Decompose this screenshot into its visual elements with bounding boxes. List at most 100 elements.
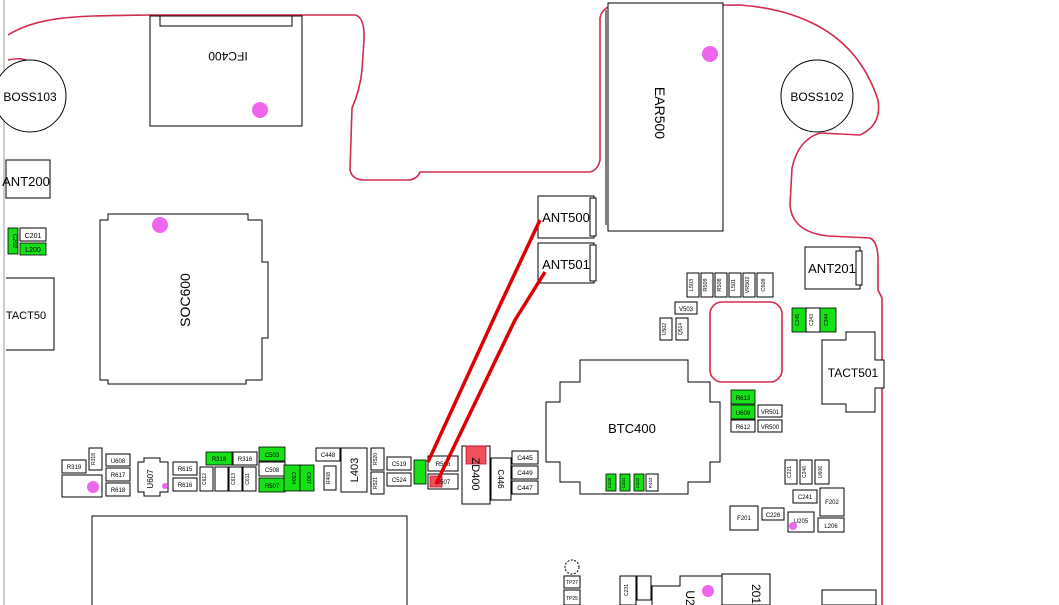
r615-body xyxy=(172,461,198,476)
r408-label: R408 xyxy=(326,472,332,484)
c607-body xyxy=(299,464,315,492)
r319-body xyxy=(61,459,87,474)
c226-body xyxy=(761,507,785,521)
c246-label: C246 xyxy=(802,466,808,478)
c202-body xyxy=(7,227,19,255)
r316-body xyxy=(232,451,258,466)
ant201-contact xyxy=(855,250,863,286)
r408-body xyxy=(323,465,337,491)
vr502-label: VR502 xyxy=(745,277,751,294)
c612-label: C612 xyxy=(202,473,208,485)
r612-label: R612 xyxy=(736,425,751,431)
f201-label: F201 xyxy=(737,516,751,522)
v503-body xyxy=(674,301,698,315)
u205-label: U205 xyxy=(794,519,809,525)
l501-label: L501 xyxy=(731,279,737,291)
r507-label: R507 xyxy=(436,480,451,486)
r521-label: R521 xyxy=(373,477,379,489)
c244-label: C244 xyxy=(824,314,830,326)
u606-body xyxy=(814,459,830,485)
c504-label: C504 xyxy=(290,472,296,484)
zd400-highlight xyxy=(465,445,487,465)
c611-label: C611 xyxy=(245,473,251,485)
ear500-label: EAR500 xyxy=(652,87,668,139)
c445-label: C445 xyxy=(517,455,533,462)
l403-label: L403 xyxy=(349,458,361,482)
bottom-right-part xyxy=(821,589,877,605)
u502-body xyxy=(659,317,673,341)
tp27-body xyxy=(563,575,581,589)
ant200-label: ANT200 xyxy=(2,174,50,189)
u502-label: U502 xyxy=(662,323,668,335)
q514-label: Q514 xyxy=(678,323,684,335)
r613-body xyxy=(730,389,756,405)
c245-label: C245 xyxy=(795,314,801,326)
c441-body xyxy=(619,473,631,492)
u607-label: U607 xyxy=(146,469,155,489)
c609-label: C609 xyxy=(761,278,767,291)
u608-body xyxy=(105,453,131,467)
c221-label: C221 xyxy=(787,466,793,478)
c447-label: C447 xyxy=(517,485,533,492)
c449-body xyxy=(511,465,539,480)
r520-label: R520 xyxy=(373,453,379,465)
ant500-contact xyxy=(589,197,597,237)
highlighted-trace-pair xyxy=(426,219,547,485)
f201-body xyxy=(729,505,759,531)
r443-body xyxy=(645,473,659,492)
r618-body xyxy=(105,482,131,497)
r507b-label: R507 xyxy=(265,484,280,490)
c524-label: C524 xyxy=(392,478,407,484)
ear500-pin1-marker xyxy=(702,46,718,62)
c448-label: C448 xyxy=(321,453,336,459)
r319-label: R319 xyxy=(67,465,82,471)
c442-label: C442 xyxy=(635,477,640,488)
l200-label: L200 xyxy=(25,247,41,254)
btc400-label: BTC400 xyxy=(608,421,656,436)
c503-body xyxy=(258,446,286,462)
c440-body xyxy=(605,473,617,492)
c246-body xyxy=(799,459,813,485)
c607-label: C607 xyxy=(305,472,311,484)
l403-body xyxy=(340,447,368,493)
ant500-label: ANT500 xyxy=(542,210,590,225)
ant501-body xyxy=(537,242,595,284)
c613-body xyxy=(228,466,243,492)
c241-label: C241 xyxy=(798,495,813,501)
tp-test-point xyxy=(564,559,580,575)
tp25-body xyxy=(563,589,581,605)
boss103-circle xyxy=(0,59,67,133)
c442-body xyxy=(633,473,645,492)
u609-label: U609 xyxy=(736,411,751,417)
c446-label: C446 xyxy=(496,469,505,489)
c448-body xyxy=(315,447,341,462)
vr501-label: VR501 xyxy=(761,410,780,416)
soc600-label: SOC600 xyxy=(177,273,193,327)
u608-label: U608 xyxy=(111,459,126,465)
ant501-contact xyxy=(589,244,597,282)
lower-left-block xyxy=(91,515,408,605)
ant500-body xyxy=(537,195,595,239)
vr501-body xyxy=(757,404,783,418)
btc400-body xyxy=(545,359,721,495)
ifc400-tab xyxy=(159,15,293,27)
u609-body xyxy=(730,404,756,420)
c612-body xyxy=(199,466,214,492)
r612-body xyxy=(730,419,756,433)
c216-body xyxy=(636,575,652,601)
r521-body xyxy=(370,471,385,495)
c611b-body xyxy=(214,466,229,492)
c447-body xyxy=(511,480,539,495)
shield-cutout xyxy=(709,301,783,383)
r520-body xyxy=(370,447,385,471)
ant200-body xyxy=(5,159,51,199)
c508-label: C508 xyxy=(265,468,280,474)
c201-label: C201 xyxy=(25,233,42,240)
r318b-label: R318 xyxy=(91,453,97,465)
tact501-label: TACT501 xyxy=(828,366,879,380)
tact50x-body xyxy=(6,277,55,351)
c503-label: C503 xyxy=(265,453,280,459)
boss103-label: BOSS103 xyxy=(3,90,57,104)
r508b-label: R508 xyxy=(717,278,723,291)
